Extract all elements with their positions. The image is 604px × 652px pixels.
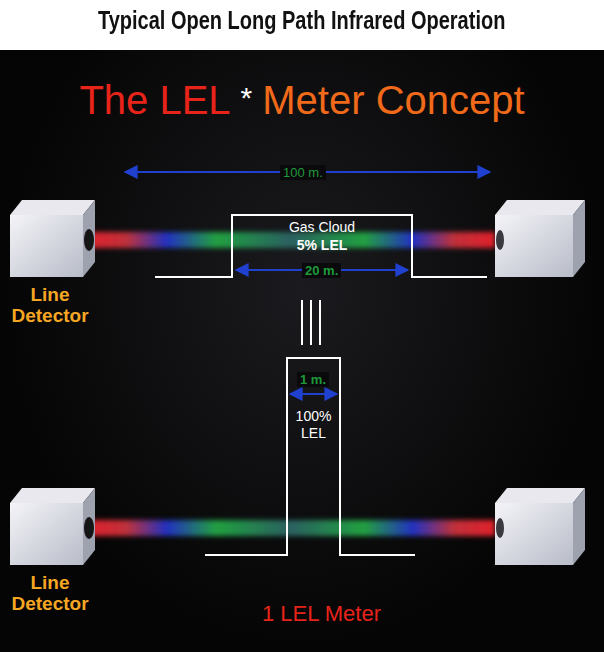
equivalence-sign	[302, 300, 320, 345]
detector-label: Line Detector	[0, 285, 102, 327]
dimension-arrow	[290, 393, 337, 395]
title-bar: Typical Open Long Path Infrared Operatio…	[0, 6, 604, 35]
heading-part: Meter Concept	[262, 78, 524, 123]
detector-cube	[495, 200, 585, 277]
node-text: 5% LEL	[232, 237, 412, 255]
detector-cube	[10, 200, 95, 277]
cloud-profile	[155, 215, 487, 277]
detector-label: Line Detector	[0, 573, 102, 615]
meter-caption: 1 LEL Meter	[259, 601, 384, 627]
heading: The LEL * Meter Concept	[0, 78, 604, 123]
gas-cloud: Gas Cloud5% LEL	[232, 219, 412, 254]
title: Typical Open Long Path Infrared Operatio…	[98, 6, 505, 35]
node-text: Line Detector	[0, 573, 102, 615]
dimension-label: 20 m.	[302, 263, 341, 278]
detector-cube	[10, 488, 95, 565]
heading-star: *	[241, 81, 253, 115]
gas-pulse: 100% LEL	[287, 408, 340, 442]
node-text: Line Detector	[0, 285, 102, 327]
dimension-label: 1 m.	[297, 372, 329, 387]
detector-cube	[495, 488, 585, 565]
node-text: Gas Cloud	[232, 219, 412, 237]
pulse-profile	[205, 358, 415, 555]
node-text: 100% LEL	[287, 408, 340, 442]
dimension-label: 100 m.	[280, 165, 326, 180]
heading-part: The LEL	[79, 78, 230, 123]
ir-beam	[85, 520, 495, 536]
